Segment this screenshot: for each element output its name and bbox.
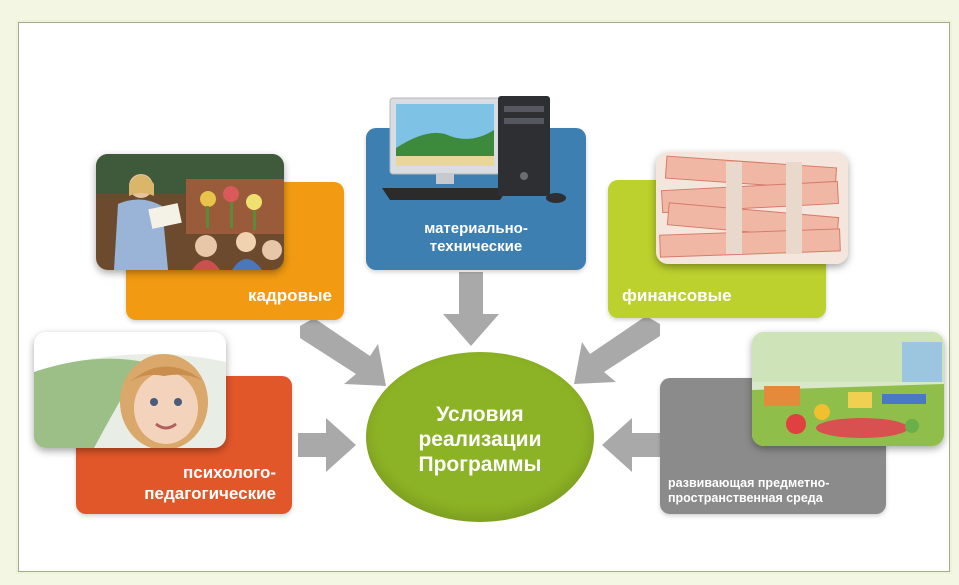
environment-label: развивающая предметно- пространственная … bbox=[668, 476, 830, 505]
financial-label: финансовые bbox=[622, 285, 732, 305]
computer-photo-icon bbox=[380, 96, 570, 206]
psych-label: психолого- педагогические bbox=[144, 463, 276, 503]
arrow-environment-icon bbox=[602, 418, 660, 472]
staffing-label: кадровые bbox=[248, 285, 332, 305]
center-label: Условия реализации Программы bbox=[418, 403, 542, 476]
child-photo-icon bbox=[34, 332, 226, 448]
money-bundles-photo-icon bbox=[656, 152, 848, 264]
technical-label: материально- технические bbox=[424, 220, 528, 255]
arrow-staffing-icon bbox=[300, 318, 386, 386]
teacher-reading-photo-icon bbox=[96, 154, 284, 270]
arrow-financial-icon bbox=[574, 316, 660, 384]
center-circle: Условия реализации Программы bbox=[366, 352, 594, 522]
playroom-photo-icon bbox=[752, 332, 944, 446]
arrow-psych-icon bbox=[298, 418, 356, 472]
arrow-technical-icon bbox=[443, 272, 499, 346]
